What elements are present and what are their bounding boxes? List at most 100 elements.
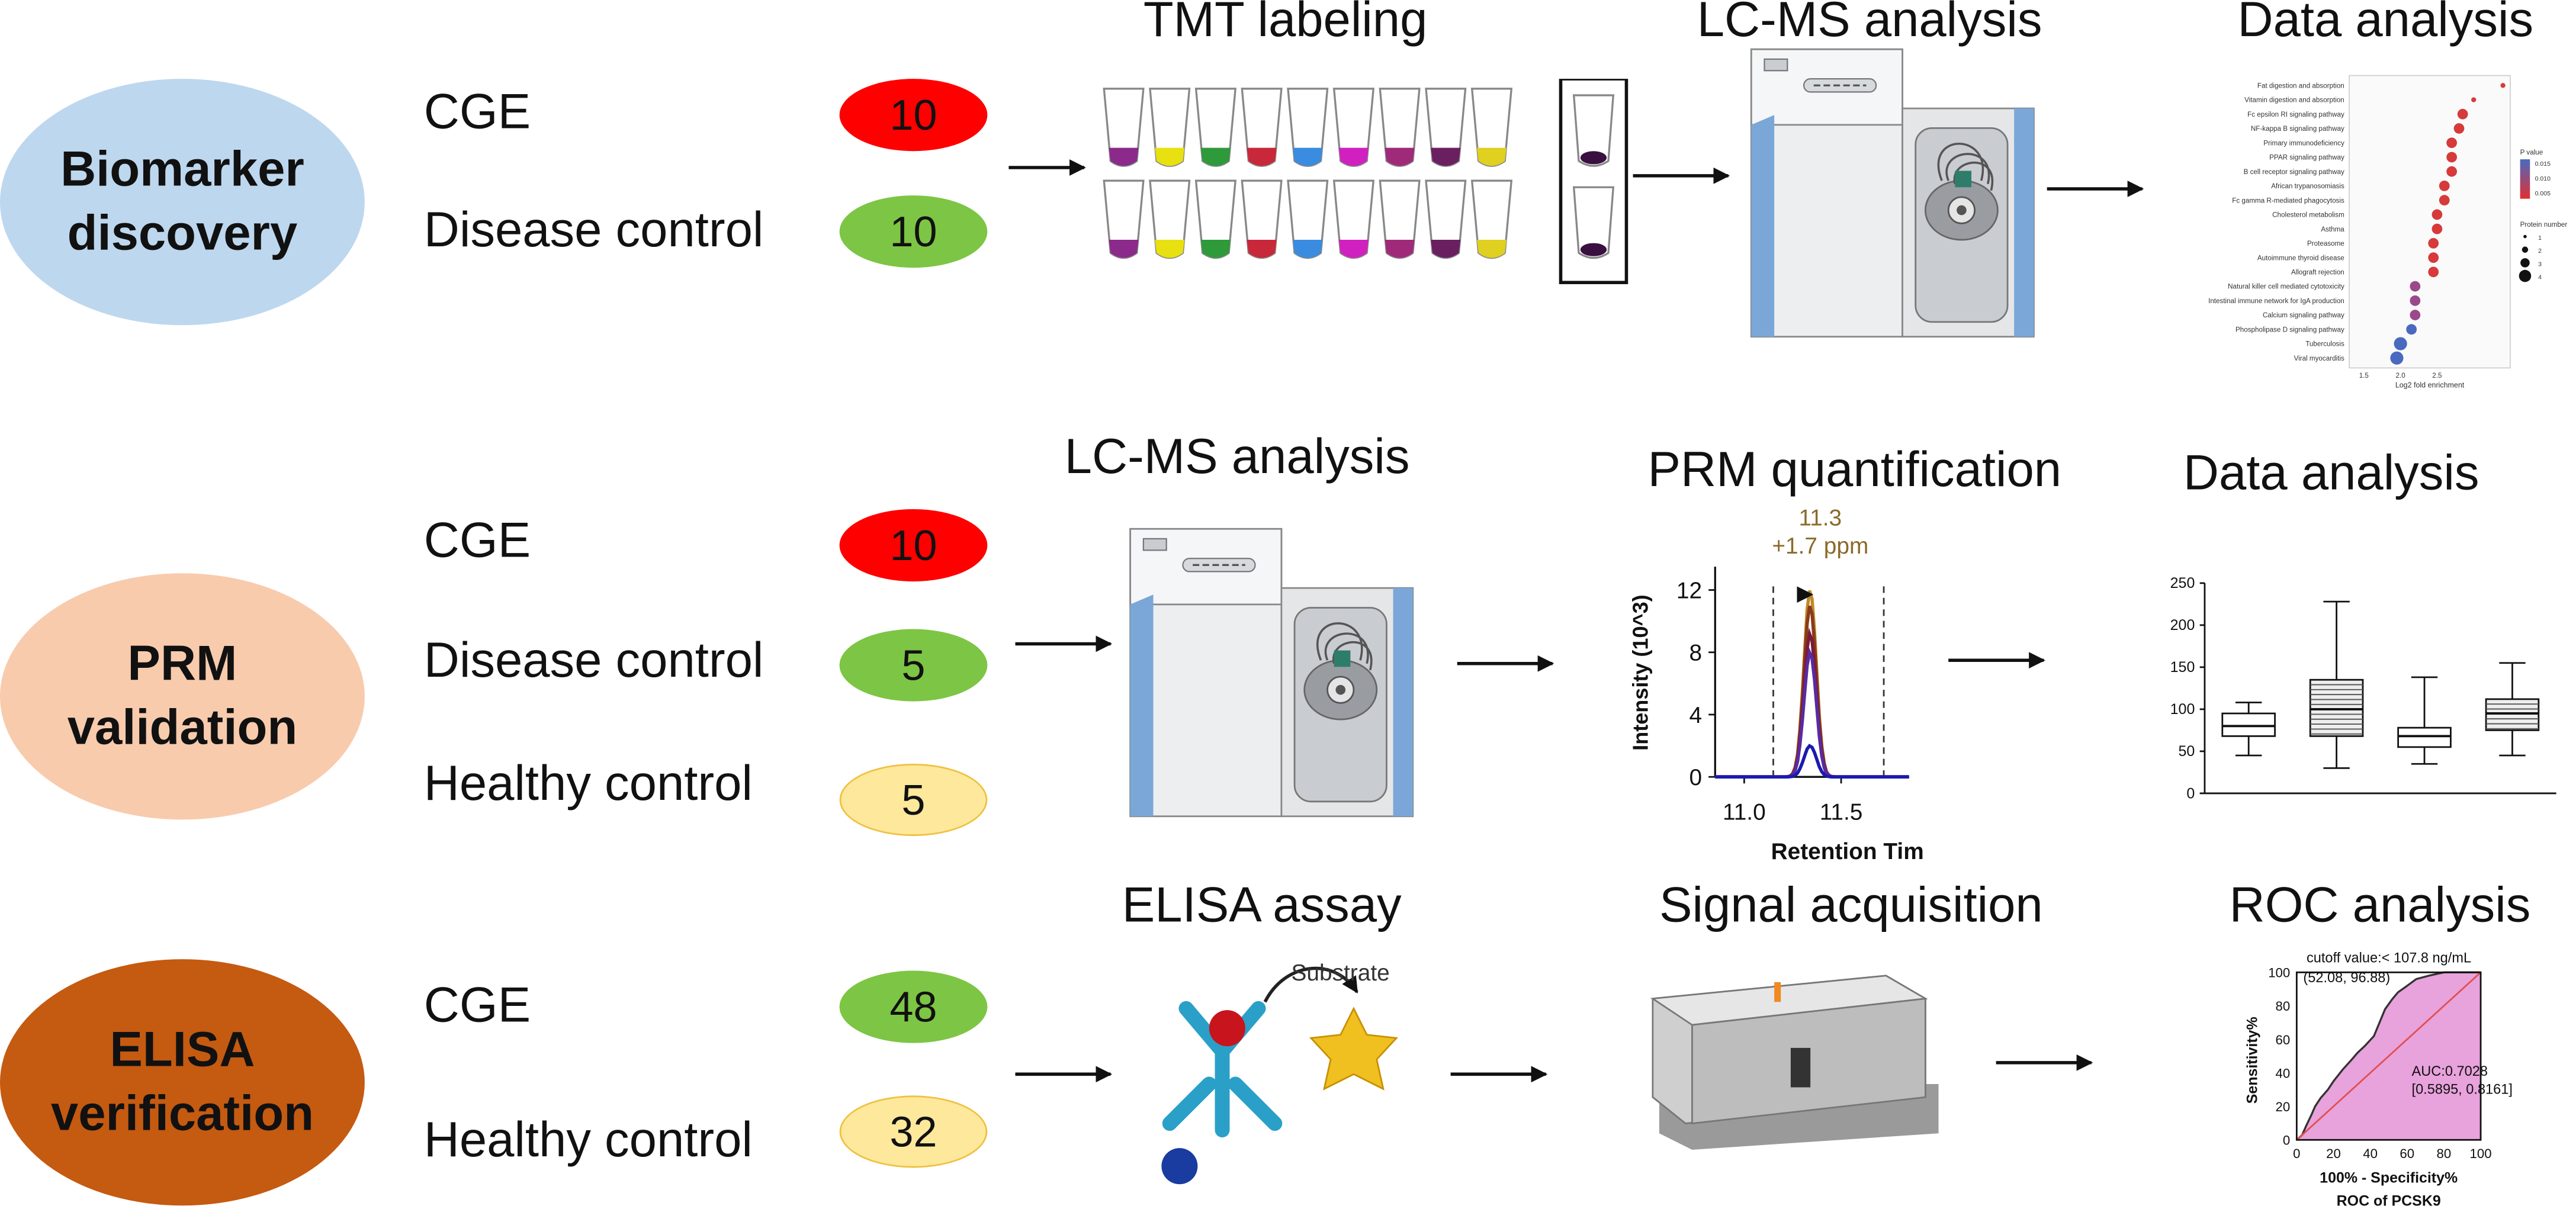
pathway-label: African trypanosomiasis bbox=[2271, 182, 2344, 190]
peak-label: 11.3 bbox=[1798, 506, 1842, 531]
sample-tube bbox=[1149, 88, 1191, 167]
x-tick-label: 2.5 bbox=[2432, 372, 2442, 380]
pathway-label: Calcium signaling pathway bbox=[2263, 311, 2344, 319]
stage-biomarker-discovery: Biomarker discovery bbox=[0, 79, 365, 326]
legend-title: P value bbox=[2520, 149, 2543, 156]
pathway-label: Viral myocarditis bbox=[2294, 355, 2344, 362]
y-tick-label: 200 bbox=[2170, 617, 2195, 633]
cutoff-ci: (52.08, 96.88) bbox=[2303, 970, 2390, 985]
sample-tube bbox=[1332, 88, 1375, 167]
legend-tick: 0.015 bbox=[2535, 160, 2551, 168]
pathway-label: Autoimmune thyroid disease bbox=[2257, 254, 2344, 262]
y-tick-label: 0 bbox=[2283, 1133, 2290, 1148]
enrichment-dot bbox=[2471, 97, 2477, 102]
enrichment-dot bbox=[2410, 295, 2421, 306]
pathway-label: Fat digestion and absorption bbox=[2257, 82, 2344, 89]
y-axis-label: Intensity (10^3) bbox=[1629, 594, 1653, 750]
box-whisker bbox=[2309, 600, 2364, 769]
pathway-label: Vitamin digestion and absorption bbox=[2244, 97, 2344, 104]
enrichment-dot bbox=[2439, 195, 2450, 206]
group-label: CGE bbox=[423, 979, 531, 1033]
sample-tube bbox=[1425, 179, 1467, 259]
legend-tick: 4 bbox=[2538, 274, 2542, 281]
sample-tube bbox=[1241, 179, 1283, 259]
y-tick-label: 100 bbox=[2170, 701, 2195, 718]
step-title-signal-acquisition: Signal acquisition bbox=[1659, 879, 2043, 933]
step-title-lc-ms-analysis: LC-MS analysis bbox=[1697, 0, 2042, 48]
y-tick-label: 100 bbox=[2268, 966, 2290, 980]
y-tick-label: 0 bbox=[1689, 765, 1702, 790]
x-tick-label: 2.0 bbox=[2396, 372, 2406, 380]
sample-tube bbox=[1332, 179, 1375, 259]
y-tick-label: 20 bbox=[2276, 1099, 2291, 1114]
legend-tick: 0.005 bbox=[2535, 190, 2551, 197]
enrichment-dot bbox=[2406, 324, 2417, 335]
y-tick-label: 40 bbox=[2276, 1066, 2291, 1080]
group-label: CGE bbox=[423, 514, 531, 568]
chromatogram-trace bbox=[1715, 647, 1909, 779]
enrichment-dot bbox=[2446, 137, 2457, 149]
y-tick-label: 250 bbox=[2170, 575, 2195, 591]
box-whisker bbox=[2485, 662, 2540, 757]
x-axis-label: Log2 fold enrichment bbox=[2395, 381, 2465, 390]
pathway-label: Phospholipase D signaling pathway bbox=[2235, 326, 2344, 333]
sample-tube bbox=[1287, 179, 1329, 259]
y-tick-label: 8 bbox=[1689, 641, 1702, 666]
count-badge-green: 48 bbox=[839, 970, 988, 1043]
pathway-label: B cell receptor signaling pathway bbox=[2244, 168, 2344, 176]
legend-title: Protein number bbox=[2520, 221, 2568, 229]
enrichment-dot bbox=[2410, 310, 2421, 320]
count-badge-green: 10 bbox=[839, 195, 988, 268]
pathway-label: Cholesterol metabolism bbox=[2272, 211, 2344, 219]
pathway-label: Intestinal immune network for IgA produc… bbox=[2208, 297, 2344, 305]
x-tick-label: 20 bbox=[2326, 1146, 2341, 1161]
y-tick-label: 150 bbox=[2170, 659, 2195, 676]
chart-title: ROC of PCSK9 bbox=[2337, 1192, 2441, 1209]
group-label: CGE bbox=[423, 85, 531, 140]
x-tick-label: 0 bbox=[2293, 1146, 2300, 1161]
lc-ms-instrument-icon bbox=[1129, 528, 1414, 818]
legend-size-dot bbox=[2523, 234, 2527, 239]
y-tick-label: 60 bbox=[2276, 1033, 2291, 1047]
enrichment-dot bbox=[2457, 108, 2468, 120]
enrichment-dot bbox=[2432, 223, 2443, 234]
pathway-label: Fc gamma R-mediated phagocytosis bbox=[2232, 197, 2344, 204]
sample-tube bbox=[1194, 88, 1237, 167]
enrichment-dot bbox=[2390, 351, 2404, 365]
pathway-label: Proteasome bbox=[2307, 240, 2344, 247]
sample-tube bbox=[1470, 88, 1513, 167]
enrichment-dot bbox=[2432, 209, 2443, 220]
y-tick-label: 0 bbox=[2186, 785, 2195, 802]
sample-tube bbox=[1287, 88, 1329, 167]
pathway-label: PPAR signaling pathway bbox=[2269, 154, 2344, 162]
ppm-label: +1.7 ppm bbox=[1772, 533, 1868, 559]
box-whisker bbox=[2221, 702, 2276, 757]
antibody-icon bbox=[1161, 966, 1398, 1185]
group-label: Healthy control bbox=[423, 757, 753, 812]
y-tick-label: 50 bbox=[2179, 743, 2195, 760]
roc-curve bbox=[2296, 971, 2481, 1141]
pathway-label: Allograft rejection bbox=[2291, 269, 2344, 276]
box-plot: 0 50 100 150 200 250 bbox=[2170, 575, 2556, 802]
stage-prm-validation: PRM validation bbox=[0, 573, 365, 820]
count-badge-yellow: 32 bbox=[839, 1095, 988, 1168]
sample-tube bbox=[1425, 88, 1467, 167]
sample-tube bbox=[1241, 88, 1283, 167]
tmt-tubes bbox=[1103, 79, 1629, 284]
group-label: Healthy control bbox=[423, 1113, 753, 1168]
step-title-data-analysis: Data analysis bbox=[2183, 446, 2479, 501]
sample-tube bbox=[1379, 88, 1421, 167]
pathway-label: Natural killer cell mediated cytotoxicit… bbox=[2228, 283, 2344, 291]
sample-tube bbox=[1103, 179, 1145, 259]
sample-tube bbox=[1379, 179, 1421, 259]
legend-size-dot bbox=[2519, 269, 2532, 282]
chromatogram-trace bbox=[1715, 744, 1909, 779]
sample-tube bbox=[1470, 179, 1513, 259]
substrate-label: Substrate bbox=[1292, 960, 1390, 986]
legend-tick: 1 bbox=[2538, 234, 2542, 242]
enrichment-dot bbox=[2446, 152, 2457, 163]
